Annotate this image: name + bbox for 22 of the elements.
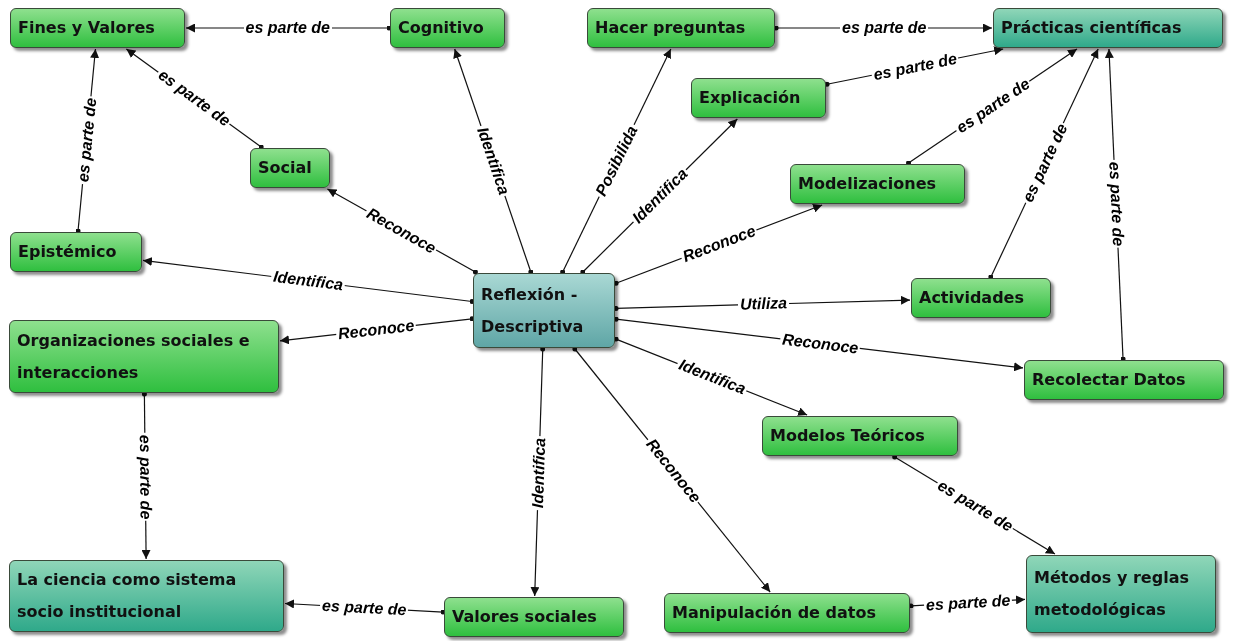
edge-label: es parte de	[136, 432, 155, 521]
concept-box: Manipulación de datos	[664, 593, 910, 633]
concept-box: Modelizaciones	[790, 164, 965, 204]
concept-box: Hacer preguntas	[587, 8, 775, 48]
concept-box: Organizaciones sociales e interacciones	[9, 320, 279, 393]
edge-label: es parte de	[923, 591, 1013, 615]
concept-box: Actividades	[911, 278, 1051, 318]
concept-box: Valores sociales	[444, 597, 624, 637]
concept-box: Modelos Teóricos	[762, 416, 958, 456]
concept-box: Fines y Valores	[10, 8, 185, 48]
edge-label: es parte de	[243, 19, 332, 37]
edge-label: es parte de	[840, 19, 929, 37]
concept-box: Social	[250, 148, 330, 188]
concept-box: Cognitivo	[390, 8, 505, 48]
concept-box: Recolectar Datos	[1024, 360, 1224, 400]
concept-box: Métodos y reglas metodológicas	[1026, 555, 1216, 633]
concept-box: Explicación	[691, 78, 826, 118]
concept-box: La ciencia como sistema socio institucional	[9, 560, 284, 632]
edge-label: es parte de	[1105, 159, 1128, 249]
concept-box: Epistémico	[10, 232, 142, 272]
concept-box: Reflexión - Descriptiva	[473, 273, 615, 348]
concept-box: Prácticas científicas	[993, 8, 1223, 48]
